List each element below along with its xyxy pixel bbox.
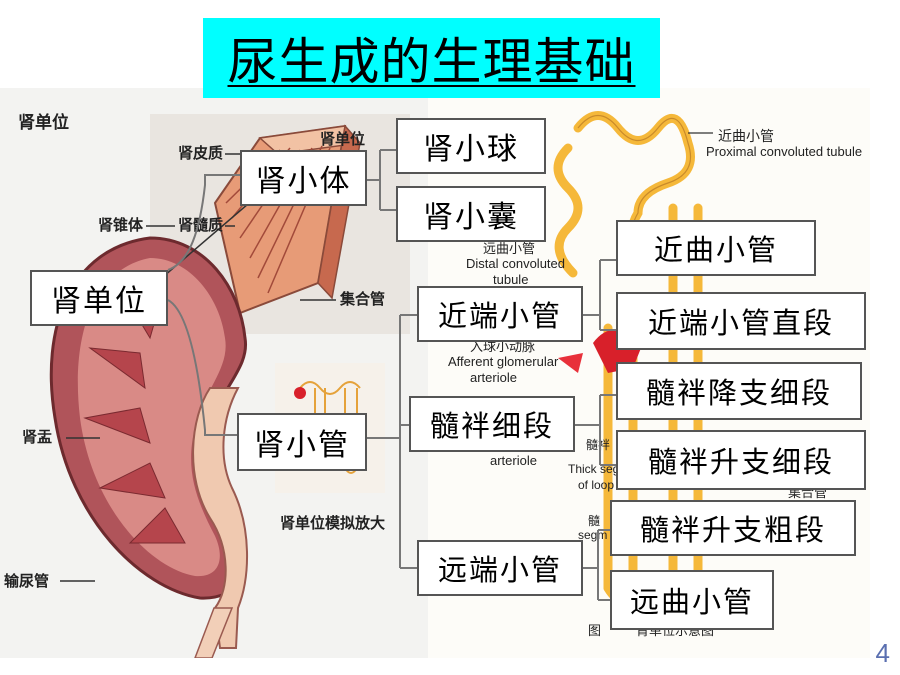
label-ureter: 输尿管 (4, 572, 50, 590)
label-distal-en2: tubule (493, 272, 529, 287)
label-thin-partial1: 髓 (588, 514, 601, 528)
connector-root-tubule (167, 299, 240, 436)
label-thin-partial2: segm (578, 528, 608, 542)
tree-loop-ascending-thick: 髓袢升支粗段 (610, 500, 856, 556)
connector-proximal-children (583, 259, 616, 331)
tree-proximal-straight: 近端小管直段 (616, 292, 866, 350)
label-efferent-en: arteriole (490, 453, 537, 468)
label-proximal-en: Proximal convoluted tubule (706, 144, 863, 159)
renal-pelvis (192, 387, 248, 649)
tree-loop-ascending-thin: 髓袢升支细段 (616, 430, 866, 490)
label-pelvis: 肾盂 (22, 428, 53, 446)
mini-glomerulus (294, 387, 306, 399)
label-afferent-en2: arteriole (470, 370, 517, 385)
tree-loop-descending-thin: 髓袢降支细段 (616, 362, 862, 420)
connector-root-corpuscle (167, 174, 240, 271)
label-pyramid: 肾锥体 (98, 216, 144, 234)
title-box: 尿生成的生理基础 (203, 18, 660, 98)
page-number: 4 (875, 638, 890, 668)
connector-corpuscle-children (360, 149, 396, 211)
tubule-outlines (577, 114, 692, 254)
label-collecting-duct: 集合管 (340, 290, 386, 308)
label-figure-caption1: 图 (588, 624, 602, 639)
connector-tubule-children (365, 314, 418, 569)
label-enlarged: 肾单位模拟放大 (280, 514, 386, 532)
tree-renal-tubule: 肾小管 (237, 413, 367, 471)
label-distal-en1: Distal convoluted (466, 256, 565, 271)
connector-loop-children (575, 394, 616, 466)
tree-capsule: 肾小囊 (396, 186, 546, 242)
label-medulla: 肾髓质 (178, 216, 224, 234)
tree-glomerulus: 肾小球 (396, 118, 546, 174)
tree-proximal-tubule: 近端小管 (417, 286, 583, 342)
tree-distal-tubule: 远端小管 (417, 540, 583, 596)
label-loop-partial1: 髓袢 (586, 438, 611, 452)
tree-proximal-convoluted: 近曲小管 (616, 220, 816, 276)
tree-distal-convoluted: 远曲小管 (610, 570, 774, 630)
label-afferent-en1: Afferent glomerular (448, 354, 559, 369)
label-loop-partial3: of loop (578, 478, 615, 492)
label-distal-cn: 远曲小管 (483, 242, 536, 257)
page-title: 尿生成的生理基础 (227, 33, 636, 91)
label-proximal-cn: 近曲小管 (718, 129, 774, 145)
label-afferent-cn: 入球小动脉 (470, 340, 536, 355)
tree-loop-thin: 髓袢细段 (409, 396, 575, 452)
tree-root-nephron: 肾单位 (30, 270, 168, 326)
label-nephron-small: 肾单位 (320, 130, 366, 148)
artery-branch (558, 353, 583, 373)
tree-renal-corpuscle: 肾小体 (240, 150, 367, 206)
connector-distal-children (583, 529, 610, 601)
label-cortex: 肾皮质 (178, 144, 224, 162)
kidney-caption: 肾单位 (18, 113, 69, 133)
